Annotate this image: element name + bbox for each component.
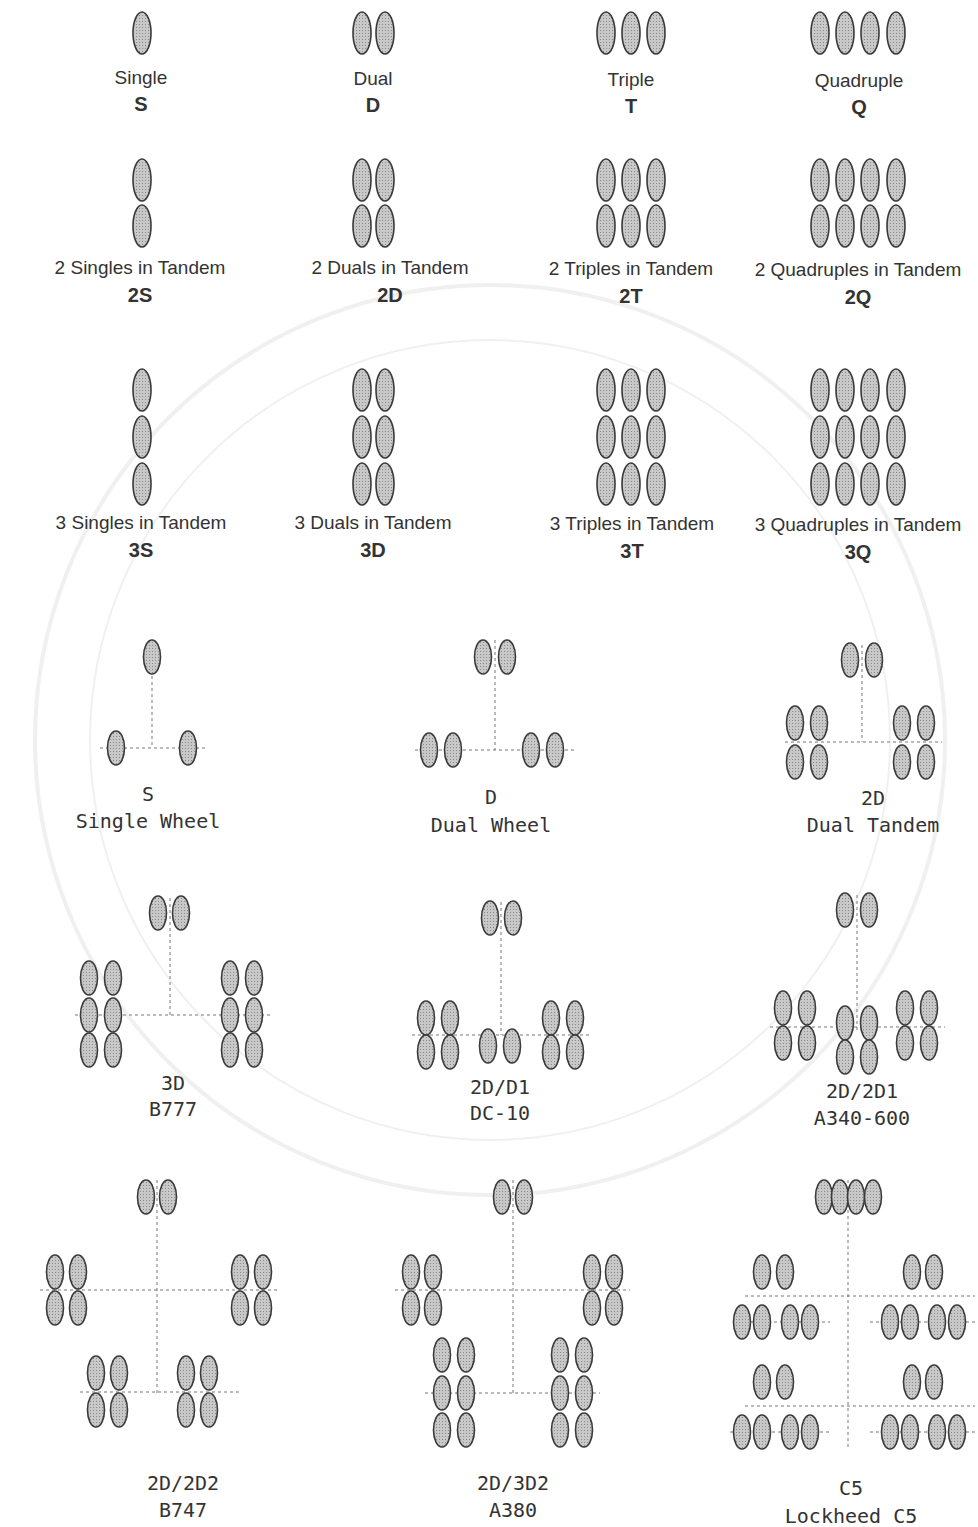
gear-label: Dual Wheel	[431, 814, 551, 836]
gear-label: 2T	[619, 285, 642, 307]
gear-label: D	[485, 786, 497, 808]
gear-label: 2 Triples in Tandem	[549, 259, 713, 280]
gear-label: 2 Singles in Tandem	[55, 258, 226, 279]
gear-label: Single	[115, 68, 168, 89]
gear-label: 2D/2D2	[147, 1472, 219, 1494]
axis-lines	[40, 640, 975, 1450]
gear-label: 3 Singles in Tandem	[56, 513, 227, 534]
a340-gear	[775, 893, 938, 1074]
gear-label: Single Wheel	[76, 810, 221, 832]
gear-label: A380	[489, 1499, 537, 1521]
gear-label: 3D	[360, 539, 386, 561]
dc10-gear	[418, 901, 584, 1069]
gear-label: A340-600	[814, 1107, 910, 1129]
wheel-row-1	[133, 12, 905, 54]
wheel-row-2	[133, 159, 905, 247]
gear-label: 2 Duals in Tandem	[311, 258, 468, 279]
gear-label: Dual Tandem	[807, 814, 939, 836]
a380-gear	[403, 1180, 623, 1447]
b747-gear	[47, 1180, 272, 1427]
wheel-row-3	[133, 369, 905, 505]
gear-label: D	[366, 94, 380, 116]
gear-label: 2Q	[845, 286, 872, 308]
gear-label: S	[134, 93, 147, 115]
gear-label: Triple	[608, 70, 655, 91]
gear-label: 3T	[620, 540, 643, 562]
gear-label: Dual	[353, 69, 392, 90]
dual-wheel-gear	[421, 640, 564, 767]
c5-gear	[734, 1180, 966, 1449]
gear-label: C5	[839, 1477, 863, 1499]
gear-label: DC-10	[470, 1102, 530, 1124]
gear-label: 2D	[861, 787, 885, 809]
gear-label: 2 Quadruples in Tandem	[755, 260, 962, 281]
gear-label: B777	[149, 1098, 197, 1120]
gear-label: T	[625, 95, 637, 117]
gear-label: 3 Triples in Tandem	[550, 514, 714, 535]
gear-label: 3 Quadruples in Tandem	[755, 515, 962, 536]
gear-label: Lockheed C5	[785, 1505, 917, 1527]
gear-label: 3 Duals in Tandem	[294, 513, 451, 534]
gear-label: Q	[851, 96, 867, 118]
dual-tandem-gear	[787, 643, 935, 779]
gear-label: B747	[159, 1499, 207, 1521]
gear-label: 2D/3D2	[477, 1472, 549, 1494]
gear-label: Quadruple	[815, 71, 904, 92]
gear-label: S	[142, 783, 154, 805]
single-wheel-gear	[108, 640, 197, 765]
gear-label: 3S	[129, 539, 153, 561]
gear-label: 2S	[128, 284, 152, 306]
gear-label: 3D	[161, 1072, 185, 1094]
gear-label: 2D/2D1	[826, 1080, 898, 1102]
b777-gear	[81, 896, 263, 1067]
gear-label: 3Q	[845, 541, 872, 563]
gear-label: 2D	[377, 284, 403, 306]
gear-label: 2D/D1	[470, 1076, 530, 1098]
watermark	[35, 285, 945, 1195]
